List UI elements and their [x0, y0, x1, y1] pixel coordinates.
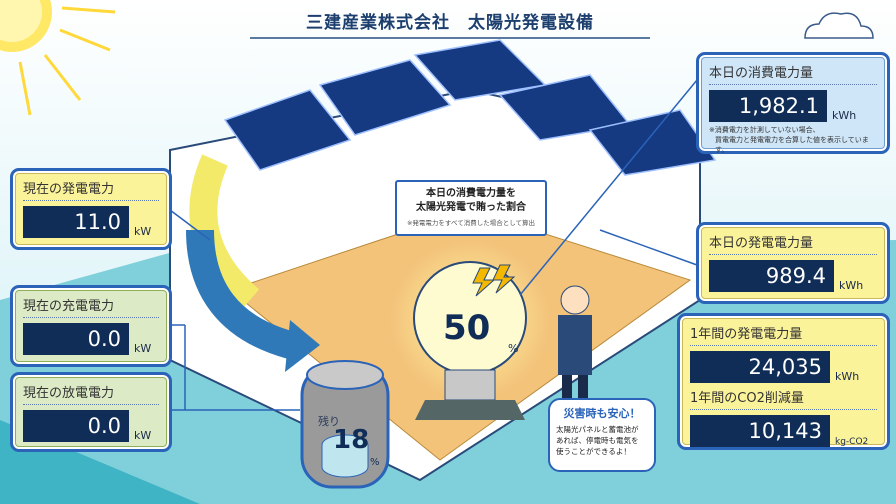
consumption-note-line1: ※消費電力を計測していない場合、	[709, 126, 820, 134]
annual-stats-panel: 1年間の発電電力量 24,035 kWh 1年間のCO2削減量 10,143 kg-…	[677, 313, 890, 450]
person-icon	[558, 285, 592, 405]
current-generation-unit: kW	[134, 225, 152, 238]
disaster-info-bubble: 災害時も安心！ 太陽光パネルと蓄電池があれば、停電時も電気を使うことができるよ！	[548, 398, 656, 472]
year-co2-label: 1年間のCO2削減量	[690, 387, 877, 410]
sun-icon	[0, 0, 116, 116]
current-charge-panel: 現在の充電電力 0.0 kW	[10, 285, 172, 367]
today-consumption-value: 1,982.1	[709, 90, 827, 122]
current-discharge-panel: 現在の放電電力 0.0 kW	[10, 372, 172, 452]
self-sufficiency-value: 50	[443, 308, 491, 348]
current-discharge-unit: kW	[134, 429, 152, 442]
bubble-line-3: 使うことができるよ！	[556, 447, 631, 456]
battery-remaining-label: 残り	[318, 415, 340, 428]
year-generation-unit: kWh	[835, 370, 860, 383]
today-generation-panel: 本日の発電電力量 989.4 kWh	[696, 222, 890, 304]
year-generation-value: 24,035	[690, 351, 830, 383]
current-discharge-value: 0.0	[23, 410, 129, 442]
bubble-line-1: 太陽光パネルと蓄電池が	[556, 425, 639, 434]
current-generation-value: 11.0	[23, 206, 129, 238]
consumption-note-line2: 買電電力と発電電力を合算した値を表示しています。	[715, 136, 869, 154]
today-generation-unit: kWh	[839, 279, 864, 292]
current-generation-label: 現在の発電電力	[23, 178, 159, 201]
battery-remaining-value: 18	[333, 425, 370, 455]
today-generation-label: 本日の発電電力量	[709, 232, 877, 255]
self-sufficiency-footnote: ※発電電力をすべて消費した場合として算出	[406, 219, 536, 227]
title-divider	[250, 37, 650, 39]
bubble-line-2: あれば、停電時も電気を	[556, 436, 639, 445]
current-generation-panel: 現在の発電電力 11.0 kW	[10, 168, 172, 250]
self-sufficiency-note: 本日の消費電力量を 太陽光発電で賄った割合 ※発電電力をすべて消費した場合として…	[395, 180, 547, 236]
today-consumption-unit: kWh	[832, 109, 857, 122]
current-charge-unit: kW	[134, 342, 152, 355]
current-discharge-label: 現在の放電電力	[23, 382, 159, 405]
battery-remaining-unit: %	[370, 457, 380, 468]
lightning-icon	[472, 264, 516, 297]
today-generation-value: 989.4	[709, 260, 834, 292]
solar-panels	[223, 39, 717, 176]
year-co2-value: 10,143	[690, 415, 830, 447]
bubble-title: 災害時も安心！	[563, 407, 641, 420]
battery-icon	[300, 360, 390, 489]
current-charge-label: 現在の充電電力	[23, 295, 159, 318]
self-sufficiency-unit: %	[508, 342, 519, 355]
connector-lines	[169, 79, 698, 411]
today-consumption-label: 本日の消費電力量	[709, 62, 877, 85]
current-charge-value: 0.0	[23, 323, 129, 355]
today-consumption-panel: 本日の消費電力量 1,982.1 kWh ※消費電力を計測していない場合、買電電力…	[696, 52, 890, 154]
self-sufficiency-title-1: 本日の消費電力量を	[426, 188, 516, 199]
year-co2-unit: kg-CO2	[835, 437, 869, 447]
cloud-icon	[804, 12, 874, 39]
year-generation-label: 1年間の発電電力量	[690, 323, 877, 346]
page-title: 三建産業株式会社 太陽光発電設備	[306, 13, 594, 33]
self-sufficiency-title-2: 太陽光発電で賄った割合	[416, 202, 526, 213]
